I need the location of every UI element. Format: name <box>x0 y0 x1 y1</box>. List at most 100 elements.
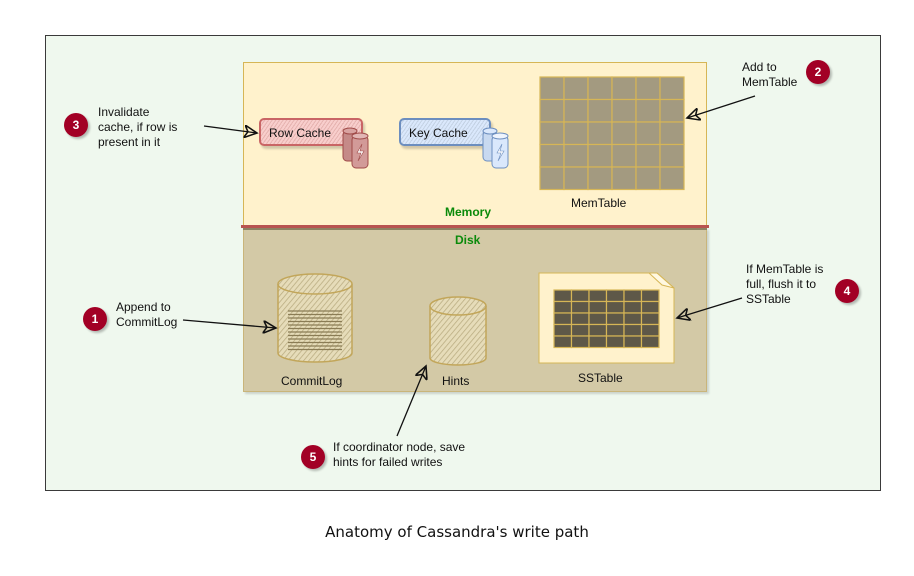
sstable-label: SSTable <box>578 371 623 385</box>
sstable-cell <box>605 323 625 337</box>
memtable-cell <box>659 166 685 191</box>
arrow-save-hints <box>396 366 426 437</box>
step-3-text: Invalidate cache, if row is present in i… <box>98 105 177 150</box>
memtable-cell <box>635 121 661 146</box>
step-1-line-2: CommitLog <box>116 315 178 329</box>
divider-shadow <box>243 228 707 230</box>
arrow-flush-sstable <box>677 297 743 318</box>
memtable-cell <box>539 143 565 168</box>
step-5-badge: 5 <box>301 445 325 469</box>
memtable-cell <box>563 143 589 168</box>
step-4-line-2: full, flush it to <box>746 277 817 291</box>
memtable-cell <box>635 98 661 123</box>
commitlog-lines <box>288 310 342 351</box>
memtable-cell <box>539 76 565 101</box>
sstable-grid <box>553 289 660 349</box>
sstable-cell <box>588 335 608 349</box>
sstable-cell <box>640 289 660 303</box>
step-2-line-2: MemTable <box>742 75 798 89</box>
memtable-grid <box>539 76 685 191</box>
step-3-line-3: present in it <box>98 135 161 149</box>
sstable-cell <box>570 300 590 314</box>
memory-disk-divider <box>241 225 709 228</box>
row-cache-label: Row Cache <box>269 126 332 140</box>
sstable-cell <box>623 335 643 349</box>
sstable-cell <box>553 335 573 349</box>
sstable-cell <box>588 300 608 314</box>
memtable-cell <box>539 121 565 146</box>
sstable-cell <box>640 312 660 326</box>
memtable-cell <box>587 166 613 191</box>
memtable-cell <box>587 98 613 123</box>
key-cache-storage-icon <box>482 127 509 169</box>
sstable-cell <box>570 335 590 349</box>
sstable-cell <box>553 289 573 303</box>
arrow-append-commitlog <box>182 319 276 328</box>
memtable-label: MemTable <box>571 196 627 210</box>
memtable-cell <box>539 98 565 123</box>
sstable-cell <box>640 323 660 337</box>
step-3-line-1: Invalidate <box>98 105 150 119</box>
memtable-cell <box>659 143 685 168</box>
step-1-text: Append to CommitLog <box>116 300 177 330</box>
step-4-line-1: If MemTable is <box>746 262 824 276</box>
step-1-badge: 1 <box>83 307 107 331</box>
step-5-text: If coordinator node, save hints for fail… <box>333 440 465 470</box>
memtable-cell <box>611 143 637 168</box>
sstable-cell <box>553 312 573 326</box>
sstable-cell <box>570 289 590 303</box>
memtable-cell <box>635 166 661 191</box>
memtable-cell <box>587 121 613 146</box>
hints-label: Hints <box>442 374 470 388</box>
memtable-cell <box>611 76 637 101</box>
sstable-cell <box>623 289 643 303</box>
memtable-cell <box>611 98 637 123</box>
key-cache-label: Key Cache <box>409 126 468 140</box>
memtable-cell <box>587 143 613 168</box>
step-2-badge: 2 <box>806 60 830 84</box>
sstable-cell <box>623 312 643 326</box>
commitlog-label: CommitLog <box>281 374 343 388</box>
memtable-cell <box>635 76 661 101</box>
sstable-cell <box>605 289 625 303</box>
memory-label: Memory <box>445 205 492 219</box>
sstable-cell <box>553 300 573 314</box>
sstable-cell <box>588 289 608 303</box>
figure-caption: Anatomy of Cassandra's write path <box>325 523 589 541</box>
memtable-cell <box>563 166 589 191</box>
step-4-badge: 4 <box>835 279 859 303</box>
row-cache-storage-icon <box>342 127 369 169</box>
step-2-line-1: Add to <box>742 60 777 74</box>
step-3-badge: 3 <box>64 113 88 137</box>
sstable-cell <box>640 300 660 314</box>
memtable-cell <box>611 121 637 146</box>
sstable-cell <box>640 335 660 349</box>
memtable-cell <box>659 98 685 123</box>
memtable-cell <box>539 166 565 191</box>
sstable-cell <box>623 300 643 314</box>
step-4-line-3: SSTable <box>746 292 791 306</box>
step-1-line-1: Append to <box>116 300 171 314</box>
memtable-cell <box>659 121 685 146</box>
memtable-cell <box>587 76 613 101</box>
step-3-line-2: cache, if row is <box>98 120 178 134</box>
sstable-cell <box>605 335 625 349</box>
memtable-cell <box>563 121 589 146</box>
memtable-cell <box>659 76 685 101</box>
hints-cylinder <box>429 296 487 366</box>
arrow-invalidate-cache <box>203 126 257 133</box>
sstable-cell <box>588 323 608 337</box>
memtable-cell <box>635 143 661 168</box>
sstable-cell <box>588 312 608 326</box>
sstable-cell <box>570 312 590 326</box>
step-2-text: Add to MemTable <box>742 60 797 90</box>
sstable-cell <box>623 323 643 337</box>
sstable-cell <box>605 312 625 326</box>
step-5-line-2: hints for failed writes <box>333 455 443 469</box>
sstable-cell <box>553 323 573 337</box>
memtable-cell <box>563 98 589 123</box>
memtable-cell <box>611 166 637 191</box>
step-4-text: If MemTable is full, flush it to SSTable <box>746 262 823 307</box>
arrow-add-to-memtable <box>687 95 756 118</box>
